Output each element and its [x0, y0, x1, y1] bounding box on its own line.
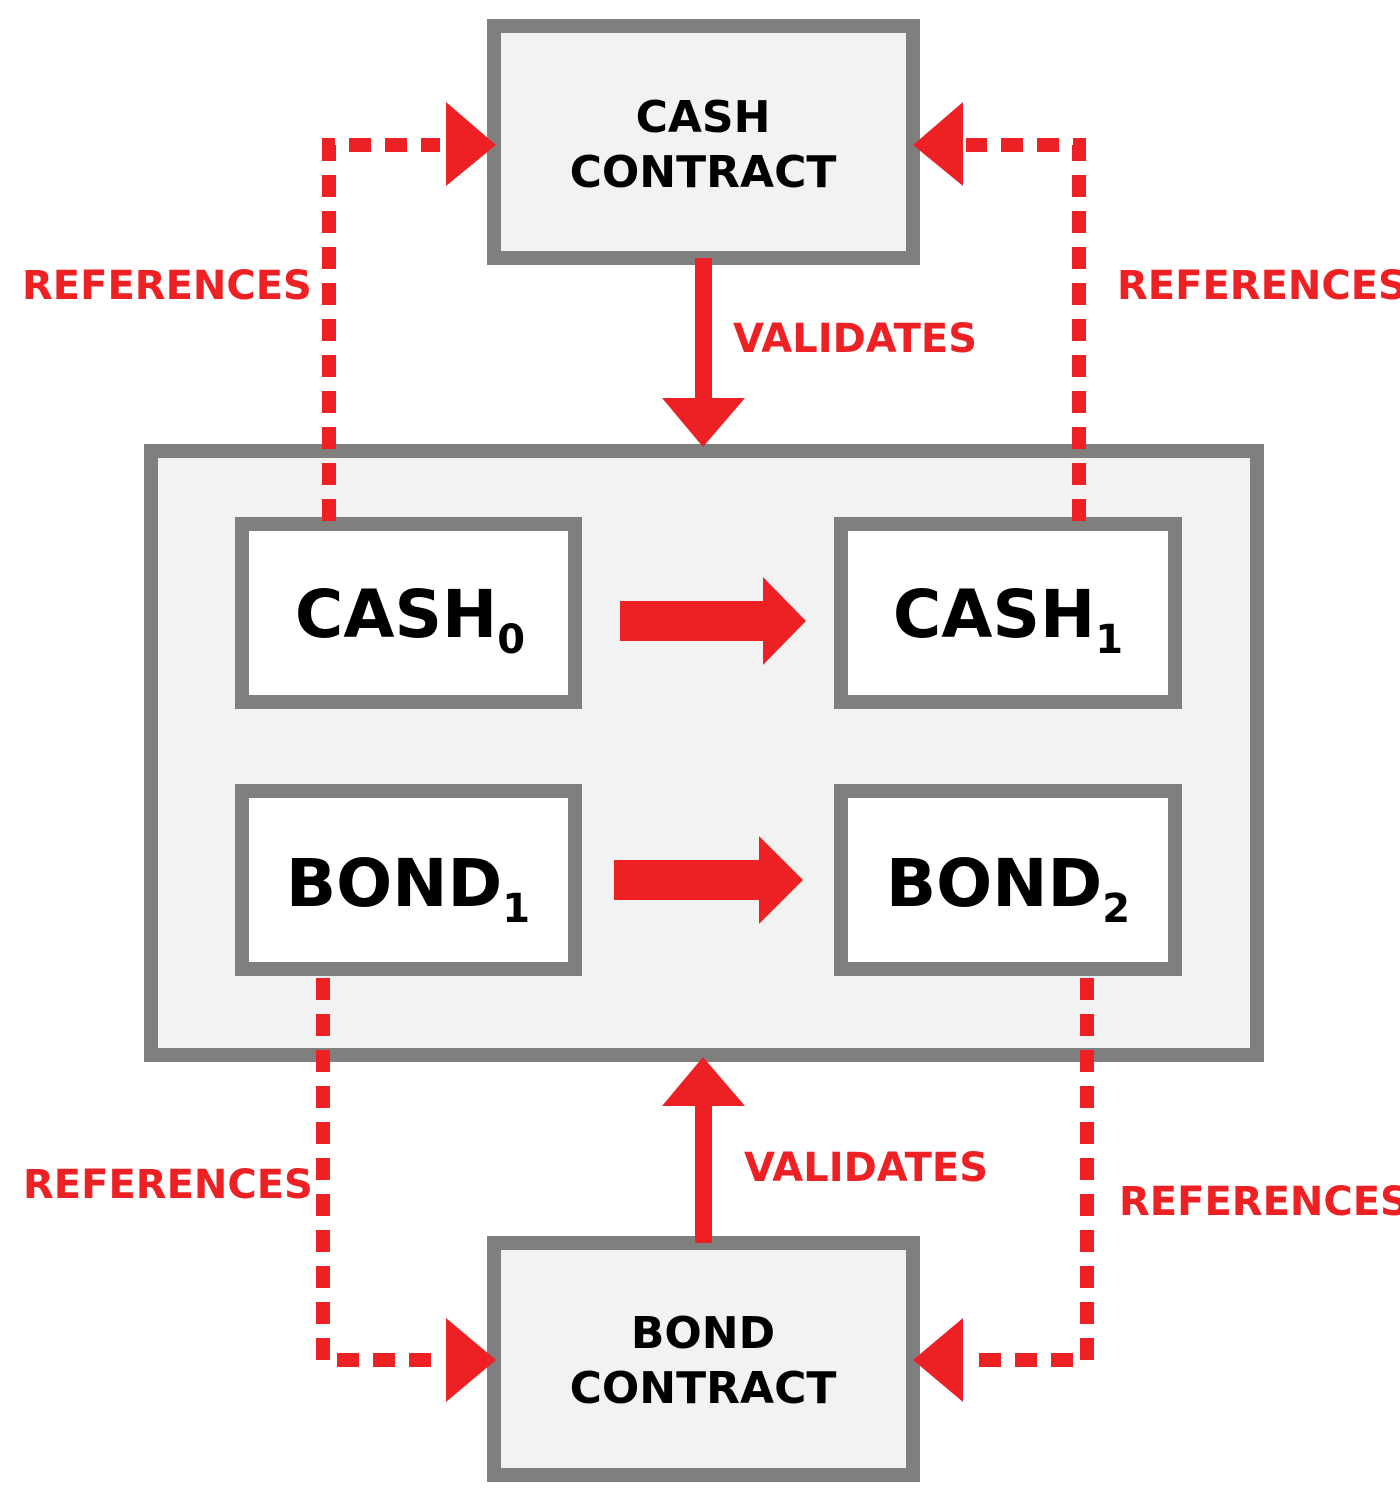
references-connector-bottom-right	[913, 978, 1094, 1402]
references-label-top-right: REFERENCES	[1117, 263, 1400, 309]
cash-contract-box: CASH CONTRACT	[487, 19, 920, 265]
references-label-bottom-right: REFERENCES	[1119, 1179, 1400, 1225]
validates-arrow-top	[662, 258, 745, 447]
bond-contract-label-line2: CONTRACT	[570, 1363, 837, 1414]
references-label-bottom-left: REFERENCES	[23, 1162, 313, 1208]
bond-contract-label-line1: BOND	[631, 1308, 775, 1359]
references-connector-top-left	[322, 102, 496, 521]
cash-contract-label-line1: CASH	[636, 92, 771, 143]
cash-contract-label-line2: CONTRACT	[570, 147, 837, 198]
references-connector-top-right	[913, 102, 1086, 521]
validates-arrow-bottom	[662, 1057, 745, 1243]
references-label-top-left: REFERENCES	[22, 263, 312, 309]
state-bond2-name: BOND	[886, 845, 1102, 922]
bond-contract-box: BOND CONTRACT	[487, 1236, 920, 1482]
svg-text:CASH0: CASH0	[295, 576, 525, 663]
state-cash0: CASH0	[235, 517, 582, 709]
svg-text:BOND1: BOND1	[286, 845, 530, 932]
validates-label-top: VALIDATES	[733, 316, 977, 362]
state-bond1-name: BOND	[286, 845, 502, 922]
state-bond2: BOND2	[834, 784, 1182, 976]
references-connector-bottom-left	[316, 978, 496, 1402]
state-bond1: BOND1	[235, 784, 582, 976]
state-bond1-subscript: 1	[502, 886, 530, 932]
svg-text:CASH1: CASH1	[893, 576, 1123, 663]
validates-label-bottom: VALIDATES	[744, 1145, 988, 1191]
state-cash1: CASH1	[834, 517, 1182, 709]
state-cash1-subscript: 1	[1095, 617, 1123, 663]
bond-transition-arrow	[614, 836, 803, 924]
cash-transition-arrow	[620, 577, 806, 665]
svg-text:BOND2: BOND2	[886, 845, 1130, 932]
state-cash0-name: CASH	[295, 576, 497, 653]
state-cash1-name: CASH	[893, 576, 1095, 653]
state-bond2-subscript: 2	[1102, 886, 1130, 932]
state-cash0-subscript: 0	[497, 617, 525, 663]
